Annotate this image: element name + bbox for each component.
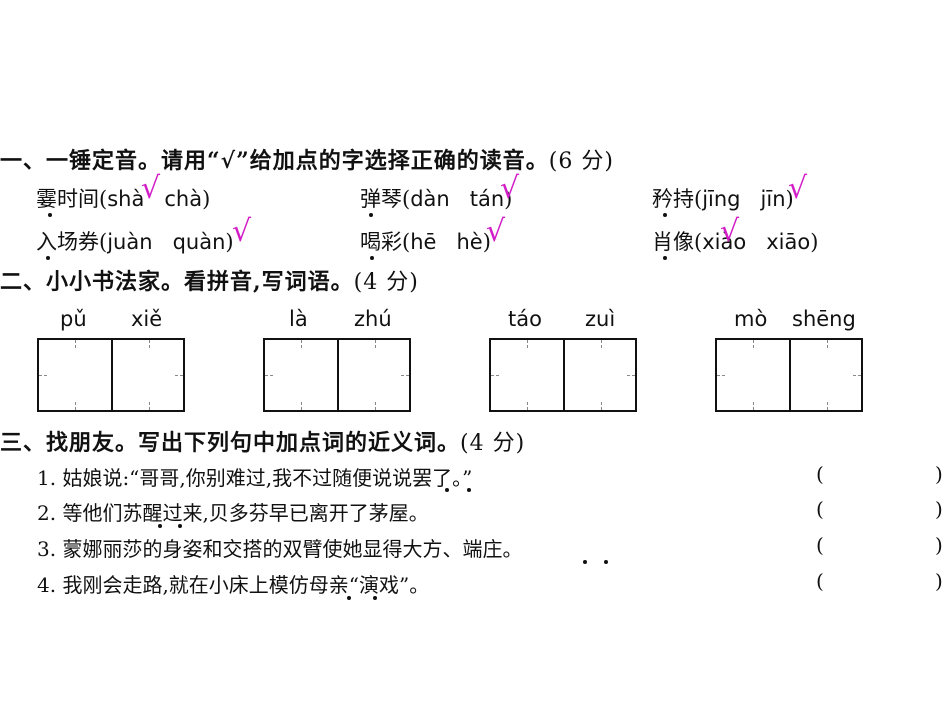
s1-word: 肖像 [652,230,694,254]
emphasis-dot [604,560,608,564]
s1-item-3: 矜持(jīng jīn) [652,187,794,211]
section2-title: 二、小小书法家。看拼音,写词语。 [0,269,354,295]
answer-close: ) [935,462,943,486]
s1-word: 喝彩 [360,230,402,254]
emphasis-dot [373,596,377,600]
check-mark-icon: √ [232,214,252,249]
synonym-sentence: 3. 蒙娜丽莎的身姿和交搭的双臂使她显得大方、端庄。 [37,537,523,561]
emphasis-dot [369,213,373,217]
s1-option[interactable]: xiāo [766,230,811,254]
s1-option[interactable]: hè [456,230,483,254]
section1-title: 一、一锤定音。请用“√”给加点的字选择正确的读音。 [0,148,549,174]
s1-option[interactable]: chà [164,187,203,211]
check-mark-icon: √ [500,171,520,206]
section3-heading: 三、找朋友。写出下列句中加点词的近义词。(4 分) [0,425,525,457]
synonym-sentence: 4. 我刚会走路,就在小床上模仿母亲“演戏”。 [37,573,430,597]
s1-option[interactable]: hē [410,230,437,254]
pinyin-label: mò [734,307,768,331]
section3-title: 三、找朋友。写出下列句中加点词的近义词。 [0,430,461,456]
pinyin-label: shēng [792,307,856,331]
pinyin-label: zhú [354,307,392,331]
s1-option[interactable]: xiào [702,230,747,254]
s1-item-4: 入场券(juàn quàn) [36,230,234,254]
check-mark-icon: √ [788,171,808,206]
s1-word: 弹琴 [360,187,402,211]
emphasis-dot [467,488,471,492]
synonym-sentence: 2. 等他们苏醒过来,贝多芬早已离开了茅屋。 [37,501,429,525]
writing-grid[interactable] [715,338,863,412]
section3-points: (4 分) [460,431,526,456]
grid-divider [563,340,565,410]
emphasis-dot [663,256,667,260]
pinyin-label: là [289,307,308,331]
check-mark-icon: √ [720,214,740,249]
emphasis-dot [583,560,587,564]
emphasis-dot [445,488,449,492]
s1-item-2: 弹琴(dàn tán) [360,187,513,211]
check-mark-icon: √ [486,214,506,249]
s1-word: 霎时间 [36,187,99,211]
s1-option[interactable]: juàn [107,230,153,254]
answer-close: ) [935,569,943,593]
answer-close: ) [935,533,943,557]
s1-option[interactable]: jīn [760,187,786,211]
emphasis-dot [48,213,52,217]
section2-heading: 二、小小书法家。看拼音,写词语。(4 分) [0,264,419,296]
s1-option[interactable]: tán [469,187,505,211]
s1-word: 入场券 [36,230,99,254]
s1-word: 矜持 [652,187,694,211]
section2-points: (4 分) [353,270,419,295]
emphasis-dot [46,256,50,260]
synonym-sentence: 1. 姑娘说:“哥哥,你别难过,我不过随便说说罢了。” [37,466,473,490]
emphasis-dot [178,524,182,528]
writing-grid[interactable] [489,338,637,412]
answer-close: ) [935,497,943,521]
emphasis-dot [663,213,667,217]
answer-open: ( [816,569,824,593]
s1-item-6: 肖像(xiào xiāo) [652,230,819,254]
emphasis-dot [370,256,374,260]
writing-grid[interactable] [37,338,185,412]
s1-item-5: 喝彩(hē hè) [360,230,491,254]
grid-divider [111,340,113,410]
writing-grid[interactable] [263,338,411,412]
pinyin-label: pǔ [60,307,87,331]
pinyin-label: táo [508,307,542,331]
section1-points: (6 分) [548,149,614,174]
s1-option[interactable]: shà [107,187,145,211]
answer-open: ( [816,497,824,521]
grid-divider [337,340,339,410]
s1-option[interactable]: dàn [410,187,450,211]
pinyin-label: xiě [131,307,163,331]
s1-item-1: 霎时间(shà chà) [36,187,211,211]
s1-option[interactable]: quàn [172,230,226,254]
section1-heading: 一、一锤定音。请用“√”给加点的字选择正确的读音。(6 分) [0,143,614,175]
emphasis-dot [347,596,351,600]
pinyin-label: zuì [585,307,616,331]
answer-open: ( [816,533,824,557]
emphasis-dot [158,524,162,528]
answer-open: ( [816,462,824,486]
s1-option[interactable]: jīng [702,187,741,211]
check-mark-icon: √ [141,171,161,206]
grid-divider [789,340,791,410]
